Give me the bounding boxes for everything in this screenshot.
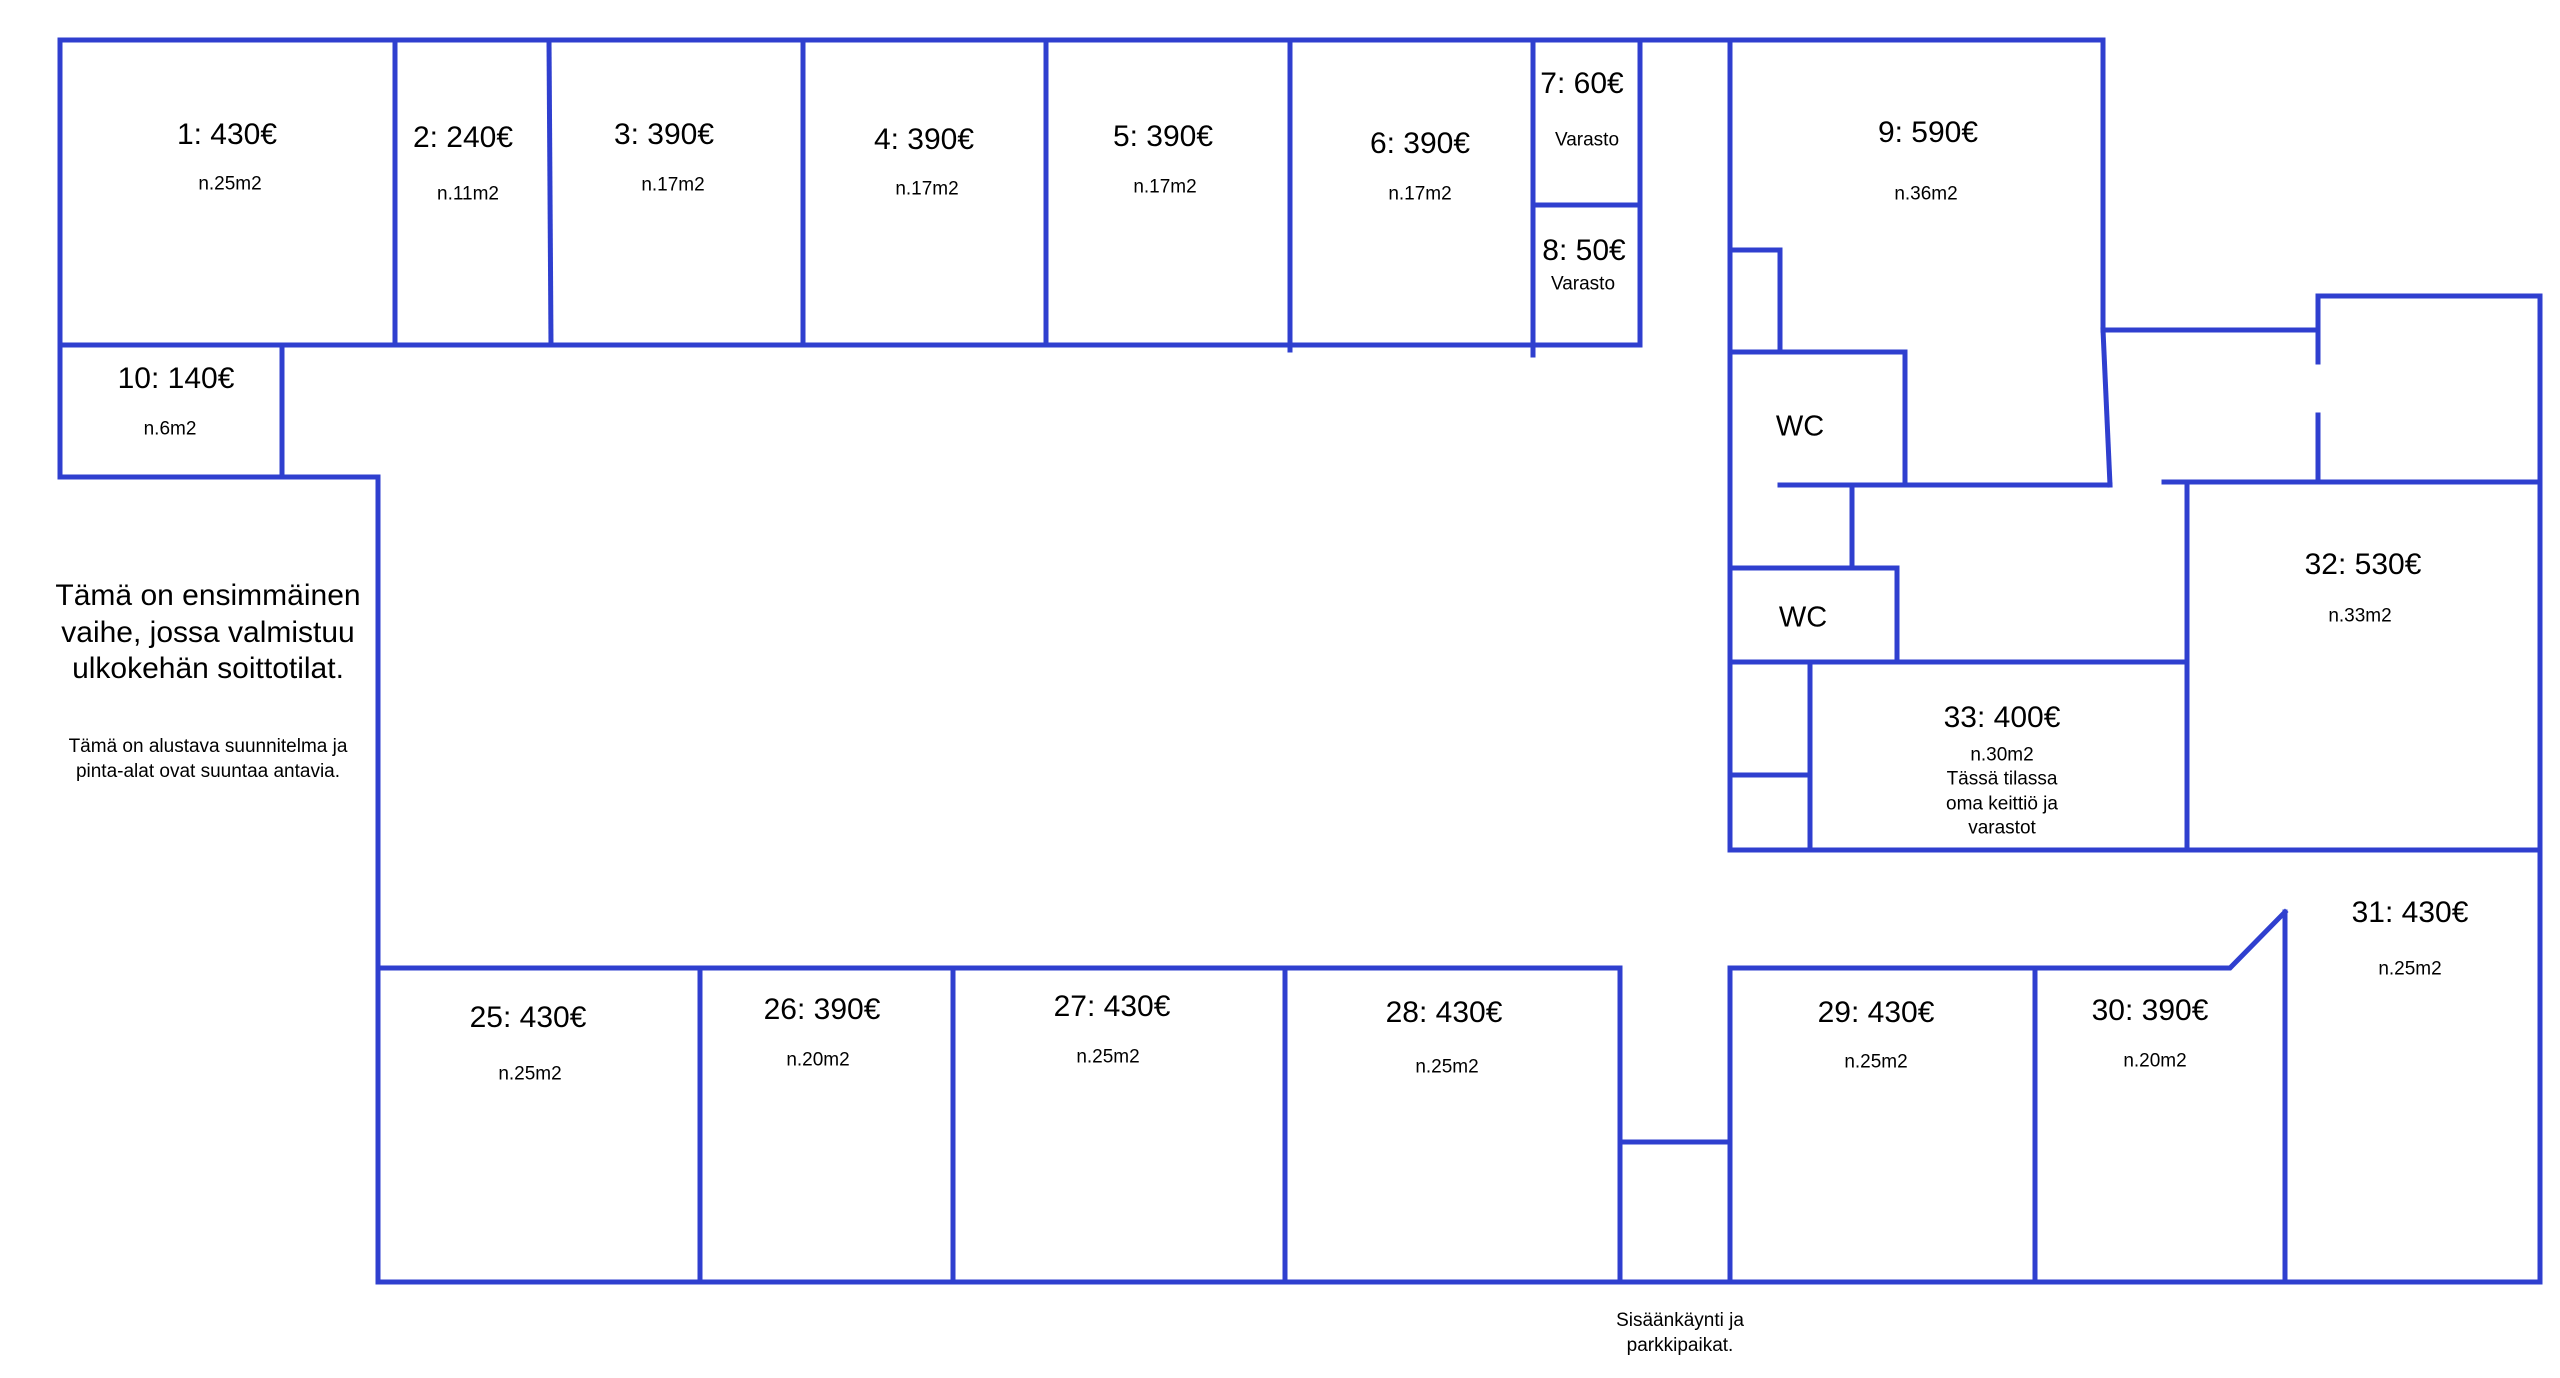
- room-6-area: n.17m2: [1388, 183, 1452, 205]
- room-26-price: 26: 390€: [763, 993, 881, 1026]
- room-33-note-1: Tässä tilassa: [1946, 768, 2058, 790]
- room-25-price: 25: 430€: [469, 1001, 587, 1034]
- room-29-area: n.25m2: [1844, 1051, 1908, 1073]
- wc-2-label: WC: [1778, 601, 1828, 634]
- wall: [1727, 247, 1783, 355]
- room-3-area: n.17m2: [641, 174, 705, 196]
- room-6-price: 6: 390€: [1369, 127, 1471, 160]
- wall: [279, 474, 381, 971]
- wall: [2100, 327, 2113, 488]
- room-32-area: n.33m2: [2328, 605, 2392, 627]
- room-1-price: 1: 430€: [176, 118, 278, 151]
- room-26-area: n.20m2: [786, 1049, 850, 1071]
- room-3-price: 3: 390€: [613, 118, 715, 151]
- room-7-price: 7: 60€: [1540, 67, 1624, 100]
- wall: [2315, 293, 2543, 1285]
- room-2-area: n.11m2: [437, 183, 499, 205]
- wall: [57, 342, 285, 480]
- room-4-area: n.17m2: [895, 178, 959, 200]
- wc-1-label: WC: [1775, 410, 1825, 443]
- room-9-area: n.36m2: [1894, 183, 1958, 205]
- wall: [57, 37, 1643, 348]
- room-27-price: 27: 430€: [1053, 990, 1171, 1023]
- room-29-price: 29: 430€: [1817, 996, 1935, 1029]
- phase-info-text: Tämä on ensimmäinen vaihe, jossa valmist…: [55, 579, 361, 686]
- room-8-label: Varasto: [1550, 273, 1616, 295]
- plan-disclaimer-text: Tämä on alustava suunnitelma ja pinta-al…: [68, 736, 348, 783]
- room-25-area: n.25m2: [498, 1063, 562, 1085]
- room-28-price: 28: 430€: [1385, 996, 1503, 1029]
- room-9-price: 9: 590€: [1877, 116, 1979, 149]
- room-27-area: n.25m2: [1076, 1046, 1140, 1068]
- room-33-area: n.30m2: [1970, 744, 2034, 766]
- room-10-area: n.6m2: [143, 418, 197, 440]
- room-33-price: 33: 400€: [1943, 701, 2061, 734]
- room-30-area: n.20m2: [2123, 1050, 2187, 1072]
- room-7-label: Varasto: [1554, 129, 1620, 151]
- room-33-note-2: oma keittiö ja: [1946, 793, 2058, 815]
- wall: [375, 965, 1623, 1285]
- room-33-note-3: varastot: [1968, 817, 2036, 839]
- room-31-area: n.25m2: [2378, 958, 2442, 980]
- room-10-price: 10: 140€: [117, 362, 235, 395]
- room-1-area: n.25m2: [198, 173, 262, 195]
- room-28-area: n.25m2: [1415, 1056, 1479, 1078]
- room-32-price: 32: 530€: [2304, 548, 2422, 581]
- wall: [1727, 349, 1908, 488]
- room-5-area: n.17m2: [1133, 176, 1197, 198]
- room-4-price: 4: 390€: [873, 123, 975, 156]
- room-30-price: 30: 390€: [2091, 994, 2209, 1027]
- room-2-price: 2: 240€: [412, 121, 514, 154]
- room-5-price: 5: 390€: [1112, 120, 1214, 153]
- wall: [546, 37, 554, 348]
- room-8-price: 8: 50€: [1542, 234, 1626, 267]
- wall: [1727, 908, 2289, 1285]
- wall: [1727, 565, 1900, 665]
- room-31-price: 31: 430€: [2351, 896, 2469, 929]
- entrance-label: Sisäänkäynti ja parkkipaikat.: [1616, 1310, 1744, 1357]
